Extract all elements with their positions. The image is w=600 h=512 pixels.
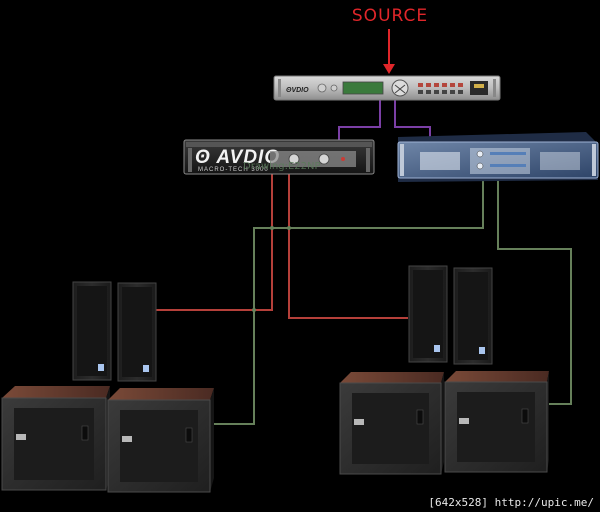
processor-encoder bbox=[391, 79, 409, 97]
speaker-cabinet bbox=[117, 282, 157, 382]
signal-link-amp1 bbox=[338, 98, 381, 140]
wire-red-right-tops bbox=[288, 172, 408, 319]
processor-logo: ʘVDIO bbox=[286, 87, 309, 94]
speaker-cabinet bbox=[453, 267, 493, 365]
right-top-speakers bbox=[408, 265, 493, 365]
amplifier-1: ʘ AVDIO MACRO-TECH 3000 Drawing:E22NP bbox=[183, 139, 375, 175]
amplifier-1-brand: ʘ AVDIO bbox=[195, 147, 280, 168]
amplifier-2 bbox=[397, 132, 599, 182]
left-top-speakers bbox=[72, 281, 157, 382]
wire-red-left-tops bbox=[155, 172, 273, 311]
wire-green-amp2-b bbox=[497, 178, 572, 405]
wire-green-amp2-a bbox=[212, 178, 484, 425]
signal-link-amp2 bbox=[394, 98, 431, 142]
processor-lcd bbox=[342, 81, 384, 95]
processor-buttons bbox=[418, 83, 463, 94]
source-arrow-head bbox=[383, 64, 395, 74]
subwoofer-cabinet bbox=[107, 388, 214, 493]
wire-junction bbox=[252, 308, 256, 312]
image-footer: [642x528] http://upic.me/ bbox=[428, 496, 594, 509]
left-subwoofers bbox=[1, 386, 214, 493]
watermark: Drawing:E22NP bbox=[243, 161, 321, 172]
amplifier-1-knob bbox=[288, 153, 300, 165]
subwoofer-cabinet bbox=[1, 386, 110, 491]
speaker-processor: ʘVDIO bbox=[273, 75, 501, 101]
wires bbox=[155, 29, 572, 425]
amplifier-1-knob bbox=[318, 153, 330, 165]
subwoofer-cabinet bbox=[444, 371, 549, 473]
speaker-cabinet bbox=[72, 281, 112, 381]
right-subwoofers bbox=[339, 371, 549, 475]
speaker-cabinet bbox=[408, 265, 448, 363]
subwoofer-cabinet bbox=[339, 372, 444, 475]
amplifier-1-model: MACRO-TECH 3000 bbox=[198, 167, 269, 173]
wire-junction bbox=[287, 226, 291, 230]
wire-junction bbox=[270, 226, 274, 230]
source-label: SOURCE bbox=[351, 6, 429, 26]
